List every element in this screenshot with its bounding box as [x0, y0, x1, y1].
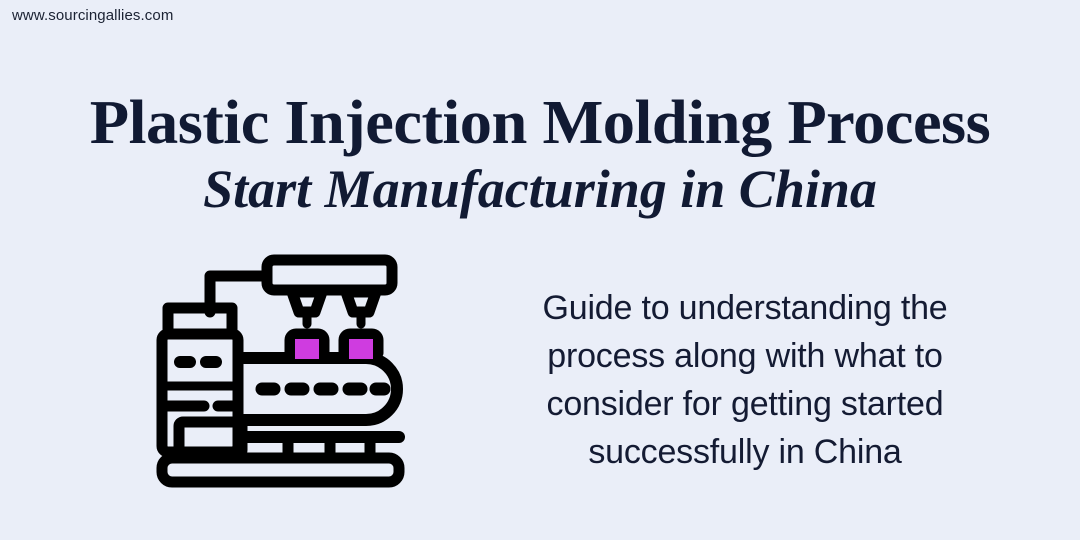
hopper	[162, 302, 238, 338]
product-block-right-outline	[338, 328, 384, 359]
page-title: Plastic Injection Molding Process	[89, 89, 991, 157]
product-block-right-fill	[349, 339, 373, 359]
description-text: Guide to understanding the process along…	[542, 289, 948, 471]
headline-block: Plastic Injection Molding Process Start …	[0, 88, 1080, 220]
nozzle-bar	[261, 254, 398, 296]
injection-molding-machine-illustration	[122, 250, 422, 490]
conveyor-belt	[238, 352, 403, 426]
feed-pipe	[204, 270, 273, 318]
nozzle-right	[340, 286, 382, 318]
nozzle-left	[286, 286, 328, 318]
page-subtitle: Start Manufacturing in China	[203, 159, 877, 219]
machine-icon	[156, 254, 405, 488]
product-block-left-fill	[295, 339, 319, 359]
site-url-label: www.sourcingallies.com	[12, 7, 174, 24]
base	[156, 452, 405, 488]
machine-body	[156, 328, 244, 458]
product-block-left-outline	[284, 328, 330, 359]
